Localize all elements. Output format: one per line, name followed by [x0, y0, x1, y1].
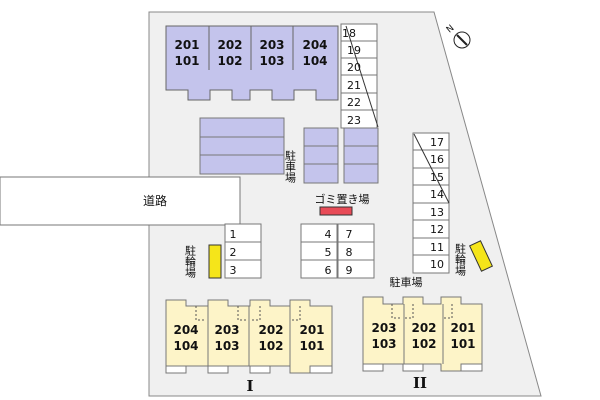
garbage-label: ゴミ置き場: [315, 192, 370, 206]
unit-upper: 204: [302, 38, 327, 52]
parking-space-number: 14: [430, 188, 444, 201]
unit-lower: 103: [214, 339, 239, 353]
building-unit: 201 101: [450, 321, 475, 351]
top-building-unit: 203 103: [259, 38, 284, 68]
building-unit: 201 101: [299, 323, 324, 353]
building-unit: 202 102: [258, 323, 283, 353]
parking-space-number: 7: [346, 228, 353, 241]
parking-space-number: 6: [325, 264, 332, 277]
parking-space-number: 9: [346, 264, 353, 277]
north-label: N: [445, 23, 457, 35]
unit-lower: 103: [371, 337, 396, 351]
parking-space-number: 5: [325, 246, 332, 259]
bicycle-label-right: 駐輪場: [454, 242, 467, 277]
unit-upper: 204: [173, 323, 198, 337]
parking-space-number: 8: [346, 246, 353, 259]
parking-top-column: 18 19 20 21 22 23: [340, 23, 379, 129]
parking-space-number: 22: [347, 96, 361, 109]
parking-space-number: 23: [347, 114, 361, 127]
parking-space-number: 3: [230, 264, 237, 277]
bicycle-label-left: 駐輪場: [184, 244, 197, 279]
unit-lower: 104: [302, 54, 327, 68]
top-building-unit: 201 101: [174, 38, 199, 68]
parking-space-number: 2: [230, 246, 237, 259]
parking-space-number: 16: [430, 153, 444, 166]
unit-lower: 102: [258, 339, 283, 353]
building-two-label: II: [413, 374, 427, 392]
building-one: 204 104 203 103 202 102 201 101 I: [165, 299, 333, 395]
unit-upper: 203: [214, 323, 239, 337]
road: 道路: [0, 176, 241, 226]
parking-space-number: 21: [347, 79, 361, 92]
unit-upper: 202: [217, 38, 242, 52]
parking-space-number: 18: [342, 27, 356, 40]
unit-upper: 202: [411, 321, 436, 335]
parking-middle-block: 4 5 6 7 8 9: [300, 223, 375, 279]
parking-lot-label: 駐車場: [284, 149, 297, 184]
parking-space-number: 12: [430, 223, 444, 236]
unit-upper: 203: [259, 38, 284, 52]
north-arrow-icon: N: [445, 23, 471, 49]
bicycle-parking-right: 駐輪場: [454, 240, 494, 277]
parking-right-column: 17 16 15 14 13 12 11 10: [412, 132, 450, 274]
parking-space-number: 13: [430, 206, 444, 219]
building-two: 203 103 202 102 201 101 II: [362, 296, 483, 392]
building-unit: 202 102: [411, 321, 436, 351]
unit-upper: 203: [371, 321, 396, 335]
unit-lower: 102: [411, 337, 436, 351]
unit-upper: 201: [450, 321, 475, 335]
parking-space-number: 4: [325, 228, 332, 241]
building-unit: 203 103: [371, 321, 396, 351]
unit-lower: 101: [450, 337, 475, 351]
purple-parking-lot: [343, 127, 379, 184]
building-unit: 204 104: [173, 323, 198, 353]
parking-left-column: 1 2 3: [224, 223, 262, 279]
road-label: 道路: [143, 193, 167, 208]
unit-upper: 202: [258, 323, 283, 337]
unit-lower: 103: [259, 54, 284, 68]
parking-space-number: 19: [347, 44, 361, 57]
unit-lower: 101: [299, 339, 324, 353]
unit-lower: 101: [174, 54, 199, 68]
parking-space-number: 20: [347, 61, 361, 74]
bicycle-parking-left: 駐輪場: [184, 244, 222, 279]
unit-lower: 102: [217, 54, 242, 68]
parking-space-number: 10: [430, 258, 444, 271]
purple-parking-lot: [199, 117, 285, 175]
top-building-unit: 202 102: [217, 38, 242, 68]
purple-parking-lot: [303, 127, 339, 184]
top-building: 201 101 202 102 203 103 204 104: [165, 25, 339, 101]
unit-lower: 104: [173, 339, 198, 353]
parking-space-number: 1: [230, 228, 237, 241]
building-unit: 203 103: [214, 323, 239, 353]
unit-upper: 201: [299, 323, 324, 337]
top-building-unit: 204 104: [302, 38, 327, 68]
building-one-label: I: [246, 377, 253, 395]
parking-label-vertical: 駐車場: [284, 149, 297, 184]
parking-space-number: 17: [430, 136, 444, 149]
parking-space-number: 15: [430, 171, 444, 184]
parking-space-number: 11: [430, 241, 444, 254]
parking-label-horizontal: 駐車場: [390, 275, 423, 289]
garbage-area: ゴミ置き場: [315, 192, 370, 216]
unit-upper: 201: [174, 38, 199, 52]
